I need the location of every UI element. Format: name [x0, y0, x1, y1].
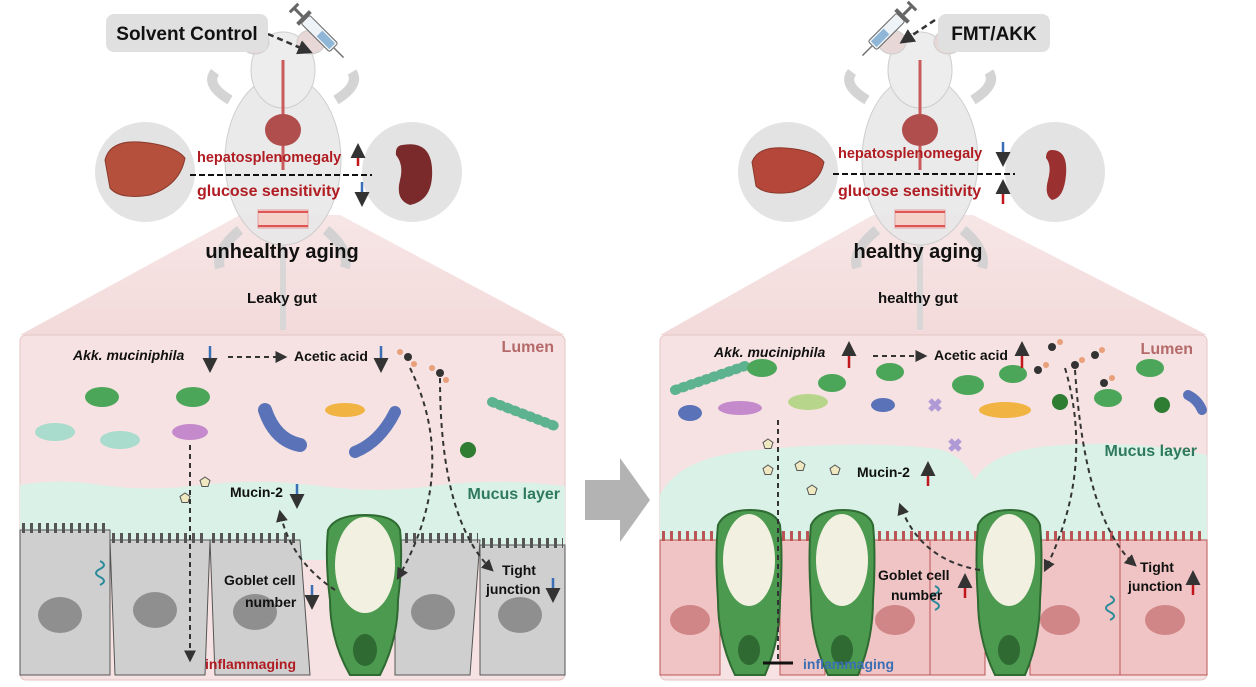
left-goblet-label-1: Goblet cell — [224, 572, 296, 588]
left-treatment-box — [106, 14, 268, 52]
left-metabolite-label: Acetic acid — [294, 348, 368, 364]
left-lumen-label: Lumen — [502, 339, 554, 356]
left-mucin-label: Mucin-2 — [230, 484, 283, 500]
right-inflammation-label: inflammaging — [803, 656, 894, 672]
left-tight-label-2: junction — [485, 581, 540, 597]
bacteria-icon — [35, 387, 560, 458]
right-goblet-label-1: Goblet cell — [878, 567, 950, 583]
right-treatment-label: FMT/AKK — [951, 24, 1037, 45]
left-tight-label-1: Tight — [502, 562, 536, 578]
right-panel: FMT/AKK hepatosplenomegaly glucose sensi… — [659, 0, 1208, 681]
liver-icon — [751, 147, 825, 194]
acetate-molecule-icon — [397, 349, 449, 383]
spleen-icon — [395, 144, 433, 205]
left-goblet-label-2: number — [245, 594, 297, 610]
left-effect-2: glucose sensitivity — [197, 183, 340, 200]
left-epithelium — [19, 523, 566, 676]
goblet-cell-icon — [715, 508, 783, 676]
right-mucus-label: Mucus layer — [1105, 443, 1197, 460]
right-mucin-label: Mucin-2 — [857, 464, 910, 480]
syringe-icon — [861, 0, 918, 57]
left-panel: Solvent Control hepatosplenomegaly gluco… — [19, 2, 566, 681]
block-arrow-icon — [585, 458, 650, 542]
left-inflammation-label: inflammaging — [205, 656, 296, 672]
liver-icon — [104, 141, 186, 197]
left-gut-state: Leaky gut — [247, 290, 317, 307]
right-effect-2: glucose sensitivity — [838, 183, 981, 200]
syringe-icon — [288, 2, 345, 59]
right-effect-1: hepatosplenomegaly — [838, 146, 982, 162]
right-lumen-label: Lumen — [1141, 341, 1193, 358]
right-zoom-cone — [660, 215, 1207, 335]
goblet-cell-icon — [325, 513, 403, 676]
right-bacteria-label: Akk. muciniphila — [713, 344, 825, 360]
right-outcome: healthy aging — [854, 241, 983, 263]
goblet-cell-icon — [808, 508, 876, 676]
right-gut-state: healthy gut — [878, 290, 958, 307]
right-treatment-box — [938, 14, 1050, 52]
left-effect-1: hepatosplenomegaly — [197, 150, 341, 166]
right-metabolite-label: Acetic acid — [934, 347, 1008, 363]
bacteria-icon — [670, 359, 1207, 452]
left-zoom-cone — [20, 215, 565, 335]
spleen-icon — [1046, 150, 1067, 200]
left-treatment-label: Solvent Control — [116, 24, 257, 45]
right-tight-label-1: Tight — [1140, 559, 1174, 575]
right-tight-label-2: junction — [1127, 578, 1182, 594]
goblet-cell-icon — [975, 508, 1043, 676]
left-mucus-label: Mucus layer — [468, 486, 560, 503]
acetate-molecule-icon — [1034, 339, 1115, 387]
right-goblet-label-2: number — [891, 587, 943, 603]
left-bacteria-label: Akk. muciniphila — [72, 347, 184, 363]
left-outcome: unhealthy aging — [205, 241, 358, 263]
